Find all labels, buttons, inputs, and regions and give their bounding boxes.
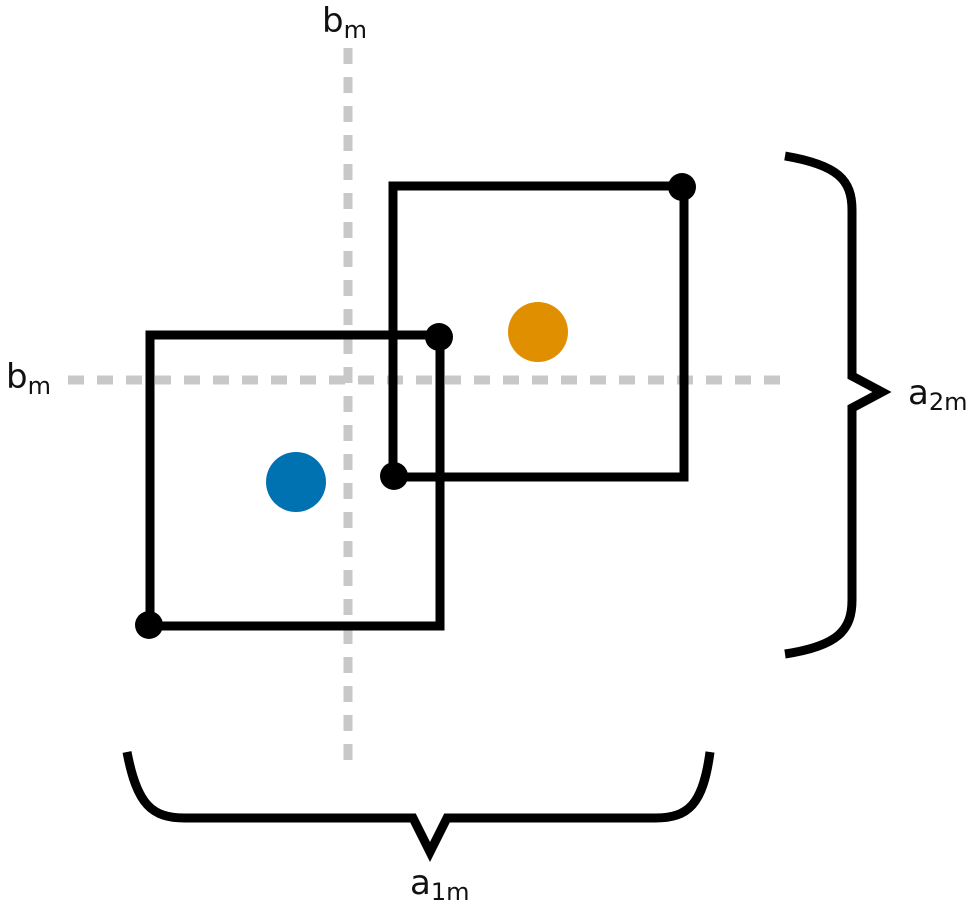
right-brace-label: a2m	[908, 373, 968, 416]
right-brace	[784, 151, 892, 659]
bottom-brace	[122, 751, 715, 863]
corner-dot-top-right-of-lower-square	[425, 323, 453, 351]
corner-dot-bottom-left-of-upper-square	[380, 462, 408, 490]
corner-dot-lower-left	[135, 611, 163, 639]
blue-center-dot	[266, 452, 326, 512]
horizontal-axis-label: bm	[6, 357, 51, 400]
corner-dot-upper-right	[668, 173, 696, 201]
bottom-brace-label: a1m	[410, 863, 470, 906]
orange-center-dot	[508, 302, 568, 362]
vertical-axis-label: bm	[322, 1, 367, 44]
